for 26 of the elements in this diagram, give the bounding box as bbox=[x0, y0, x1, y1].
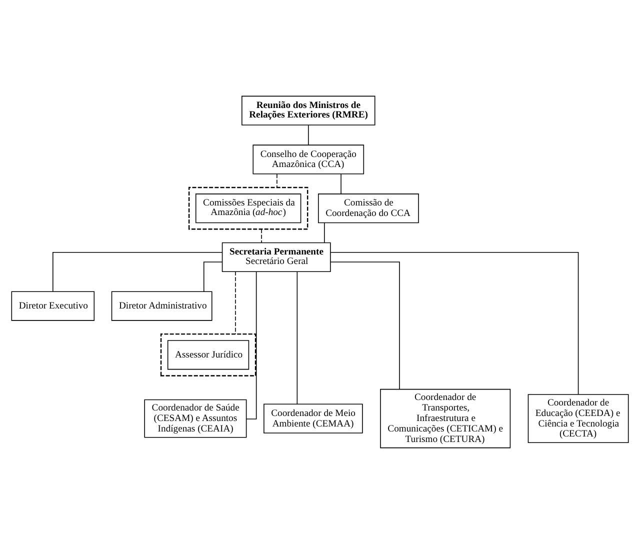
node-box: Conselho de Cooperação Amazônica (CCA) bbox=[252, 144, 364, 174]
connector bbox=[308, 124, 309, 145]
node-box: Coordenador de Educação (CEEDA) e Ciência e Tecnologia (CECTA) bbox=[528, 394, 629, 442]
node-box: Coordenador de Transportes, Infraestrutura e Comunicações (CETICAM) e Turismo (CETURA) bbox=[380, 388, 511, 448]
node-box: Assessor Jurídico bbox=[167, 340, 250, 370]
connector bbox=[324, 222, 325, 242]
cluster bbox=[188, 186, 308, 230]
connector bbox=[52, 251, 223, 292]
connector bbox=[330, 251, 579, 394]
node-box: Coordenador de Saúde (CESAM) e Assuntos Indígenas (CEAIA) bbox=[144, 398, 247, 438]
node-box: Comissão de Coordenação do CCA bbox=[318, 193, 419, 223]
connector bbox=[261, 228, 262, 242]
node-box: Coordenador de Meio Ambiente (CEMAA) bbox=[264, 403, 363, 433]
cluster bbox=[160, 332, 256, 376]
node-box: Diretor Administrativo bbox=[111, 290, 212, 320]
node-box: Reunião dos Ministros de Relações Exteriores (RMRE) bbox=[242, 95, 376, 125]
connector bbox=[276, 173, 278, 188]
node-box: Diretor Executivo bbox=[11, 290, 95, 320]
connector bbox=[203, 261, 223, 292]
connector bbox=[246, 270, 257, 419]
node-box: Comissões Especiais da Amazônia (ad-hoc) bbox=[195, 193, 302, 223]
connector bbox=[330, 261, 400, 390]
connector bbox=[340, 173, 342, 194]
node-box: Secretaria Permanente Secretário Geral bbox=[222, 242, 331, 272]
connector bbox=[235, 270, 236, 334]
connector bbox=[296, 270, 298, 404]
